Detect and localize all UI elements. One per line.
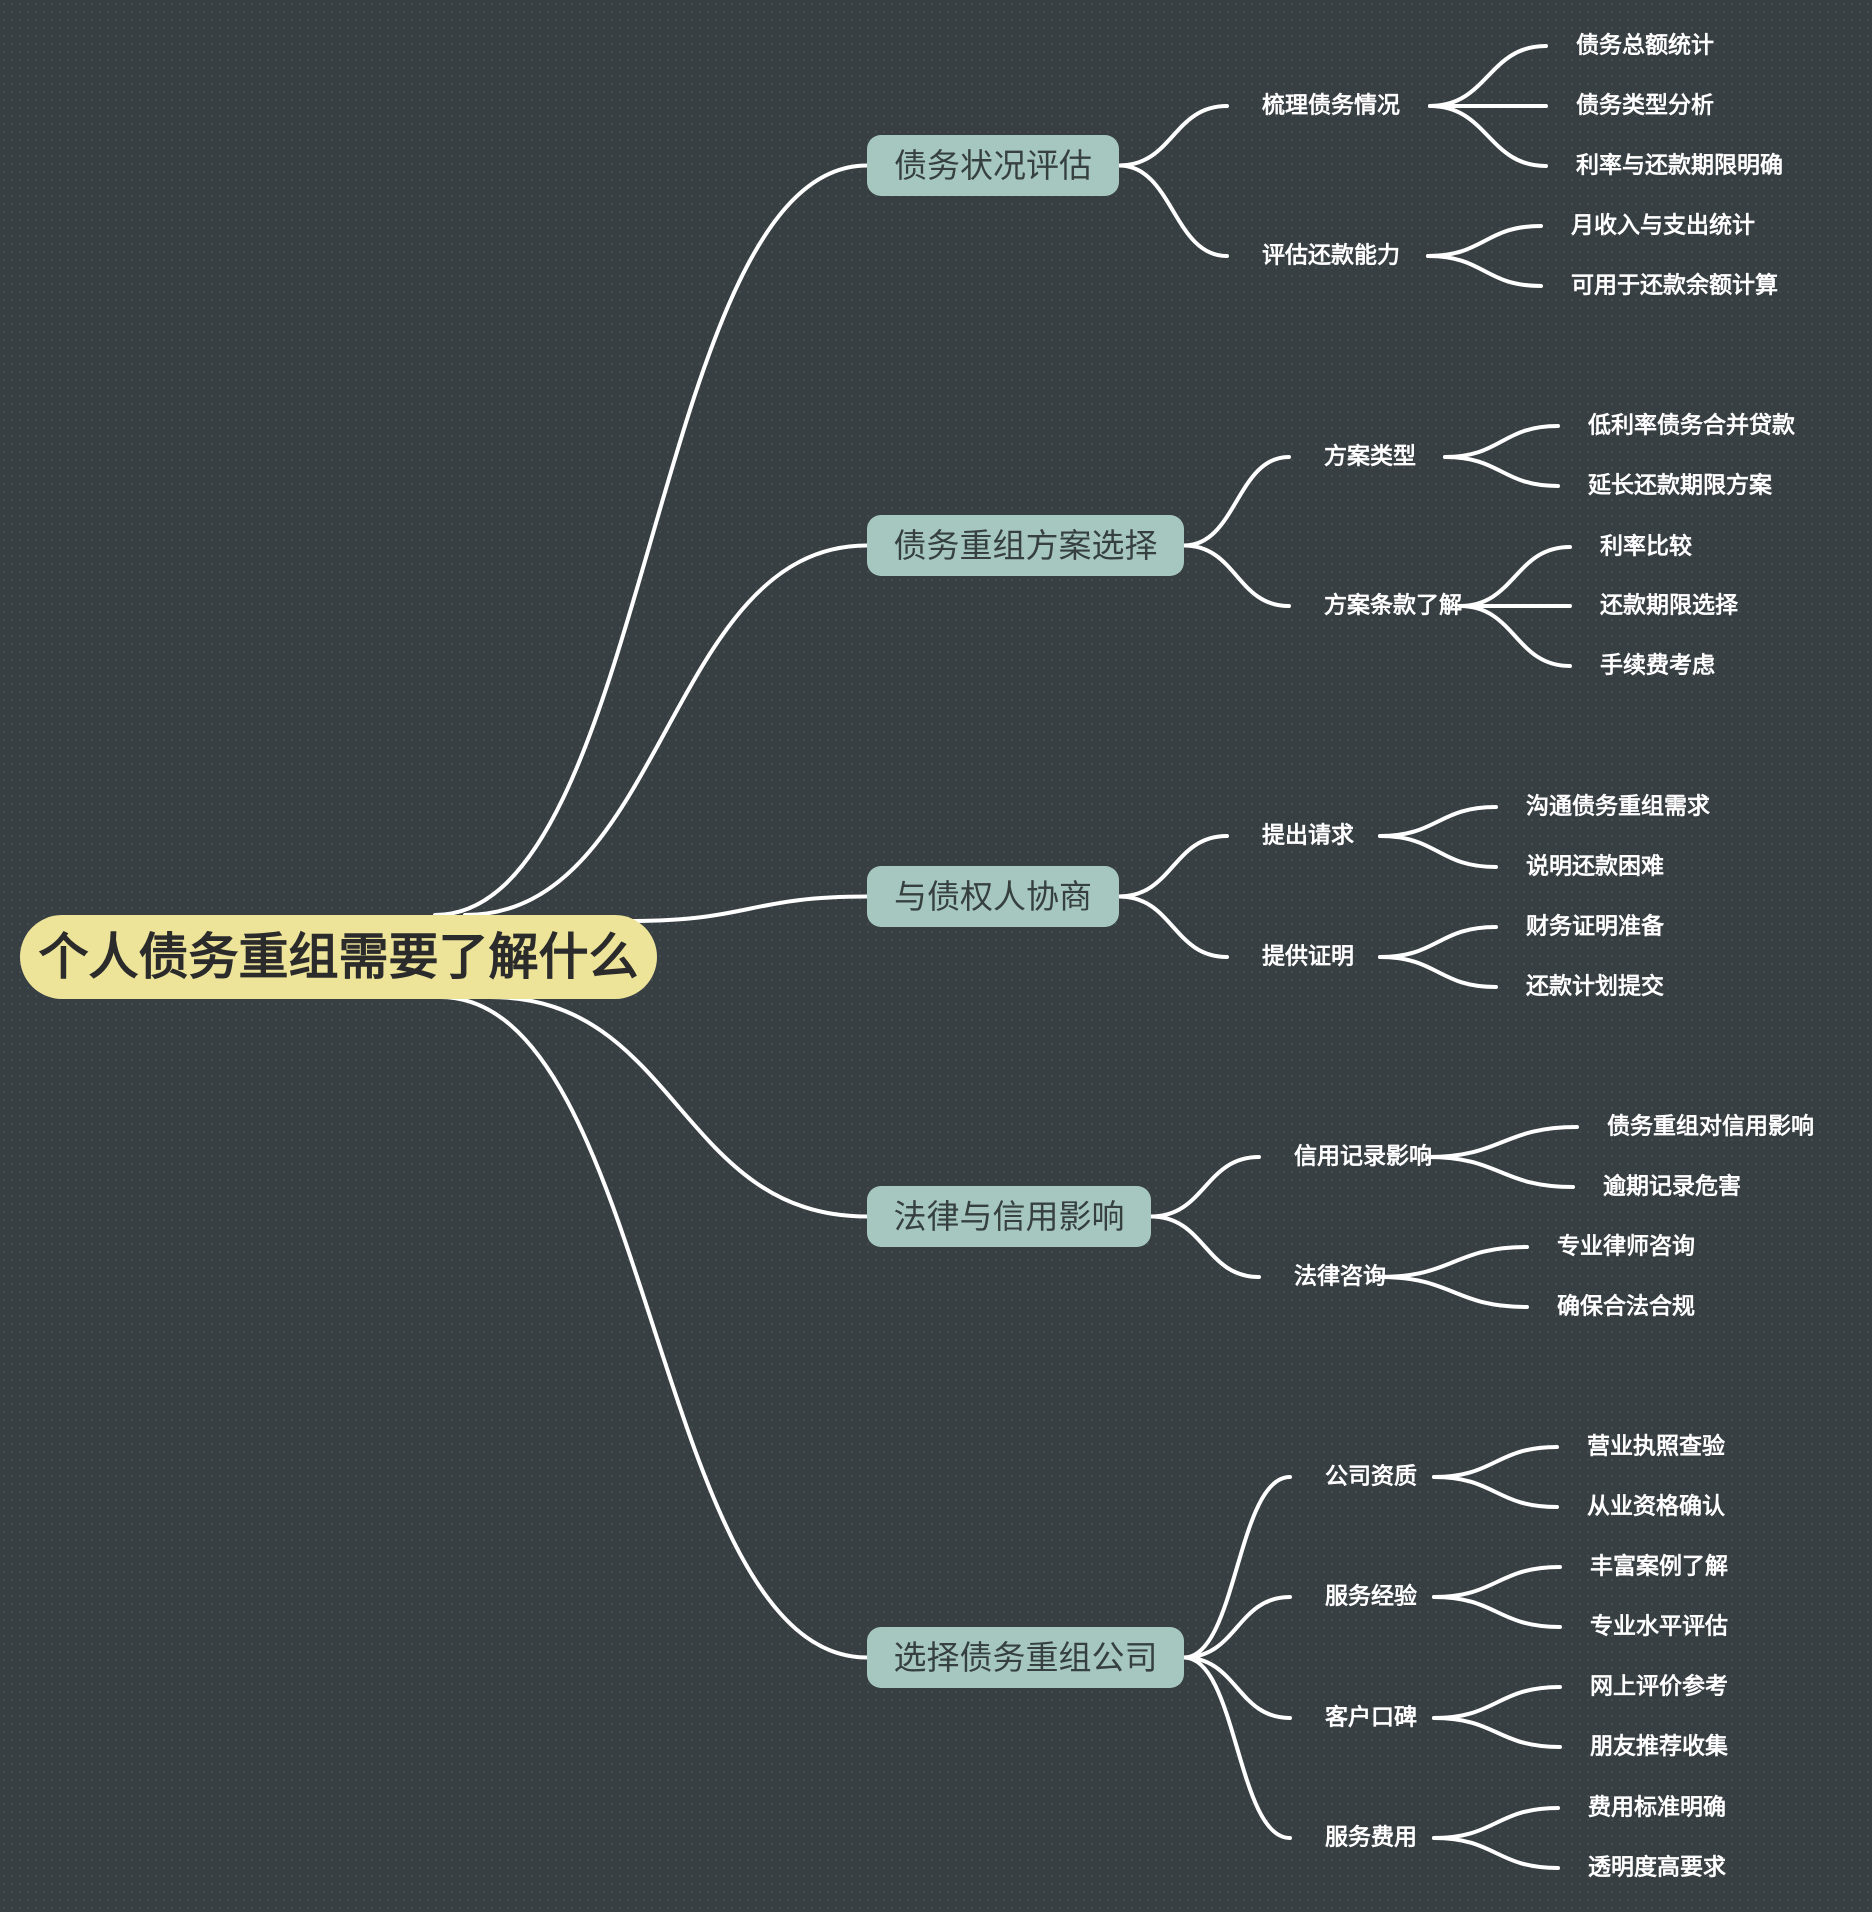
subtopic-to-leaf-link <box>1426 1125 1579 1159</box>
leaf-topic[interactable]: 丰富案例了解 <box>1590 1553 1728 1580</box>
leaf-topic[interactable]: 还款期限选择 <box>1600 592 1738 619</box>
leaf-topic[interactable]: 网上评价参考 <box>1590 1673 1728 1700</box>
leaf-topic[interactable]: 债务重组对信用影响 <box>1607 1113 1814 1140</box>
subtopic-to-leaf-link <box>1443 455 1560 488</box>
branch-to-subtopic-link <box>1182 1475 1292 1660</box>
branch-to-subtopic-link <box>1149 1214 1261 1279</box>
subtopic-to-leaf-link <box>1443 424 1560 459</box>
subtopic-to-leaf-link <box>1378 955 1498 989</box>
leaf-topic[interactable]: 确保合法合规 <box>1557 1293 1695 1320</box>
leaf-topic[interactable]: 债务类型分析 <box>1576 92 1714 119</box>
branch-to-subtopic-link <box>1117 834 1229 899</box>
subtopic[interactable]: 方案类型 <box>1324 443 1416 470</box>
subtopic-to-leaf-link <box>1378 1245 1529 1279</box>
subtopic-to-leaf-link <box>1432 1475 1559 1509</box>
branch-to-subtopic-link <box>1117 163 1229 258</box>
subtopic-to-leaf-link <box>1426 1155 1575 1189</box>
subtopic[interactable]: 提出请求 <box>1262 822 1354 849</box>
subtopic-to-leaf-link <box>1432 1685 1562 1720</box>
subtopic-to-leaf-link <box>1432 1806 1560 1840</box>
subtopic-to-leaf-link <box>1426 224 1543 258</box>
leaf-topic[interactable]: 债务总额统计 <box>1576 32 1714 59</box>
leaf-topic[interactable]: 手续费考虑 <box>1600 652 1715 679</box>
leaf-topic[interactable]: 专业水平评估 <box>1590 1613 1728 1640</box>
subtopic[interactable]: 客户口碑 <box>1325 1704 1417 1731</box>
root-to-branch-link <box>488 995 869 1219</box>
subtopic[interactable]: 提供证明 <box>1262 943 1354 970</box>
branch-to-subtopic-link <box>1182 1595 1292 1660</box>
branch-to-subtopic-link <box>1117 894 1229 959</box>
leaf-topic[interactable]: 营业执照查验 <box>1587 1433 1725 1460</box>
subtopic-to-leaf-link <box>1432 1716 1562 1749</box>
leaf-topic[interactable]: 利率比较 <box>1600 533 1692 560</box>
subtopic-to-leaf-link <box>1428 44 1548 108</box>
leaf-topic[interactable]: 透明度高要求 <box>1588 1854 1726 1881</box>
leaf-topic[interactable]: 延长还款期限方案 <box>1588 472 1772 499</box>
main-topic-2[interactable]: 债务重组方案选择 <box>867 515 1184 576</box>
branch-to-subtopic-link <box>1149 1155 1261 1219</box>
branch-to-subtopic-link <box>1182 1655 1292 1840</box>
main-topic-1[interactable]: 债务状况评估 <box>867 135 1119 196</box>
leaf-topic[interactable]: 从业资格确认 <box>1587 1493 1725 1520</box>
subtopic[interactable]: 评估还款能力 <box>1262 242 1400 269</box>
root-to-branch-link <box>433 163 869 917</box>
subtopic-to-leaf-link <box>1432 1595 1562 1629</box>
subtopic-to-leaf-link <box>1458 604 1572 668</box>
leaf-topic[interactable]: 低利率债务合并贷款 <box>1588 412 1795 439</box>
branch-to-subtopic-link <box>1182 543 1291 608</box>
leaf-topic[interactable]: 逾期记录危害 <box>1603 1173 1741 1200</box>
subtopic-to-leaf-link <box>1378 834 1498 869</box>
root-to-branch-link <box>630 894 869 923</box>
subtopic[interactable]: 公司资质 <box>1325 1463 1417 1490</box>
subtopic[interactable]: 信用记录影响 <box>1294 1143 1432 1170</box>
subtopic-to-leaf-link <box>1378 1275 1529 1309</box>
leaf-topic[interactable]: 专业律师咨询 <box>1557 1233 1695 1260</box>
leaf-topic[interactable]: 月收入与支出统计 <box>1571 212 1755 239</box>
main-topic-3[interactable]: 与债权人协商 <box>867 866 1119 927</box>
subtopic[interactable]: 梳理债务情况 <box>1262 92 1400 119</box>
subtopic-to-leaf-link <box>1458 545 1572 608</box>
leaf-topic[interactable]: 利率与还款期限明确 <box>1576 152 1783 179</box>
branch-to-subtopic-link <box>1182 455 1291 548</box>
subtopic[interactable]: 服务费用 <box>1325 1824 1417 1851</box>
main-topic-5[interactable]: 选择债务重组公司 <box>867 1627 1184 1688</box>
leaf-topic[interactable]: 沟通债务重组需求 <box>1526 793 1710 820</box>
leaf-topic[interactable]: 朋友推荐收集 <box>1590 1733 1728 1760</box>
main-topic-4[interactable]: 法律与信用影响 <box>867 1186 1151 1247</box>
leaf-topic[interactable]: 说明还款困难 <box>1526 853 1664 880</box>
root-to-branch-link <box>438 995 869 1660</box>
branch-to-subtopic-link <box>1117 104 1229 168</box>
root-to-branch-link <box>463 543 869 917</box>
leaf-topic[interactable]: 财务证明准备 <box>1526 913 1664 940</box>
subtopic-to-leaf-link <box>1378 925 1498 959</box>
leaf-topic[interactable]: 费用标准明确 <box>1588 1794 1726 1821</box>
subtopic[interactable]: 服务经验 <box>1325 1583 1417 1610</box>
subtopic-to-leaf-link <box>1432 1445 1559 1479</box>
subtopic-to-leaf-link <box>1432 1565 1562 1599</box>
leaf-topic[interactable]: 可用于还款余额计算 <box>1571 272 1778 299</box>
leaf-topic[interactable]: 还款计划提交 <box>1526 973 1664 1000</box>
subtopic-to-leaf-link <box>1432 1836 1560 1870</box>
subtopic-to-leaf-link <box>1428 104 1548 168</box>
subtopic[interactable]: 法律咨询 <box>1294 1263 1386 1290</box>
root-topic[interactable]: 个人债务重组需要了解什么 <box>20 915 657 999</box>
subtopic[interactable]: 方案条款了解 <box>1324 592 1462 619</box>
subtopic-to-leaf-link <box>1378 805 1498 838</box>
branch-to-subtopic-link <box>1182 1655 1292 1720</box>
subtopic-to-leaf-link <box>1426 254 1543 288</box>
